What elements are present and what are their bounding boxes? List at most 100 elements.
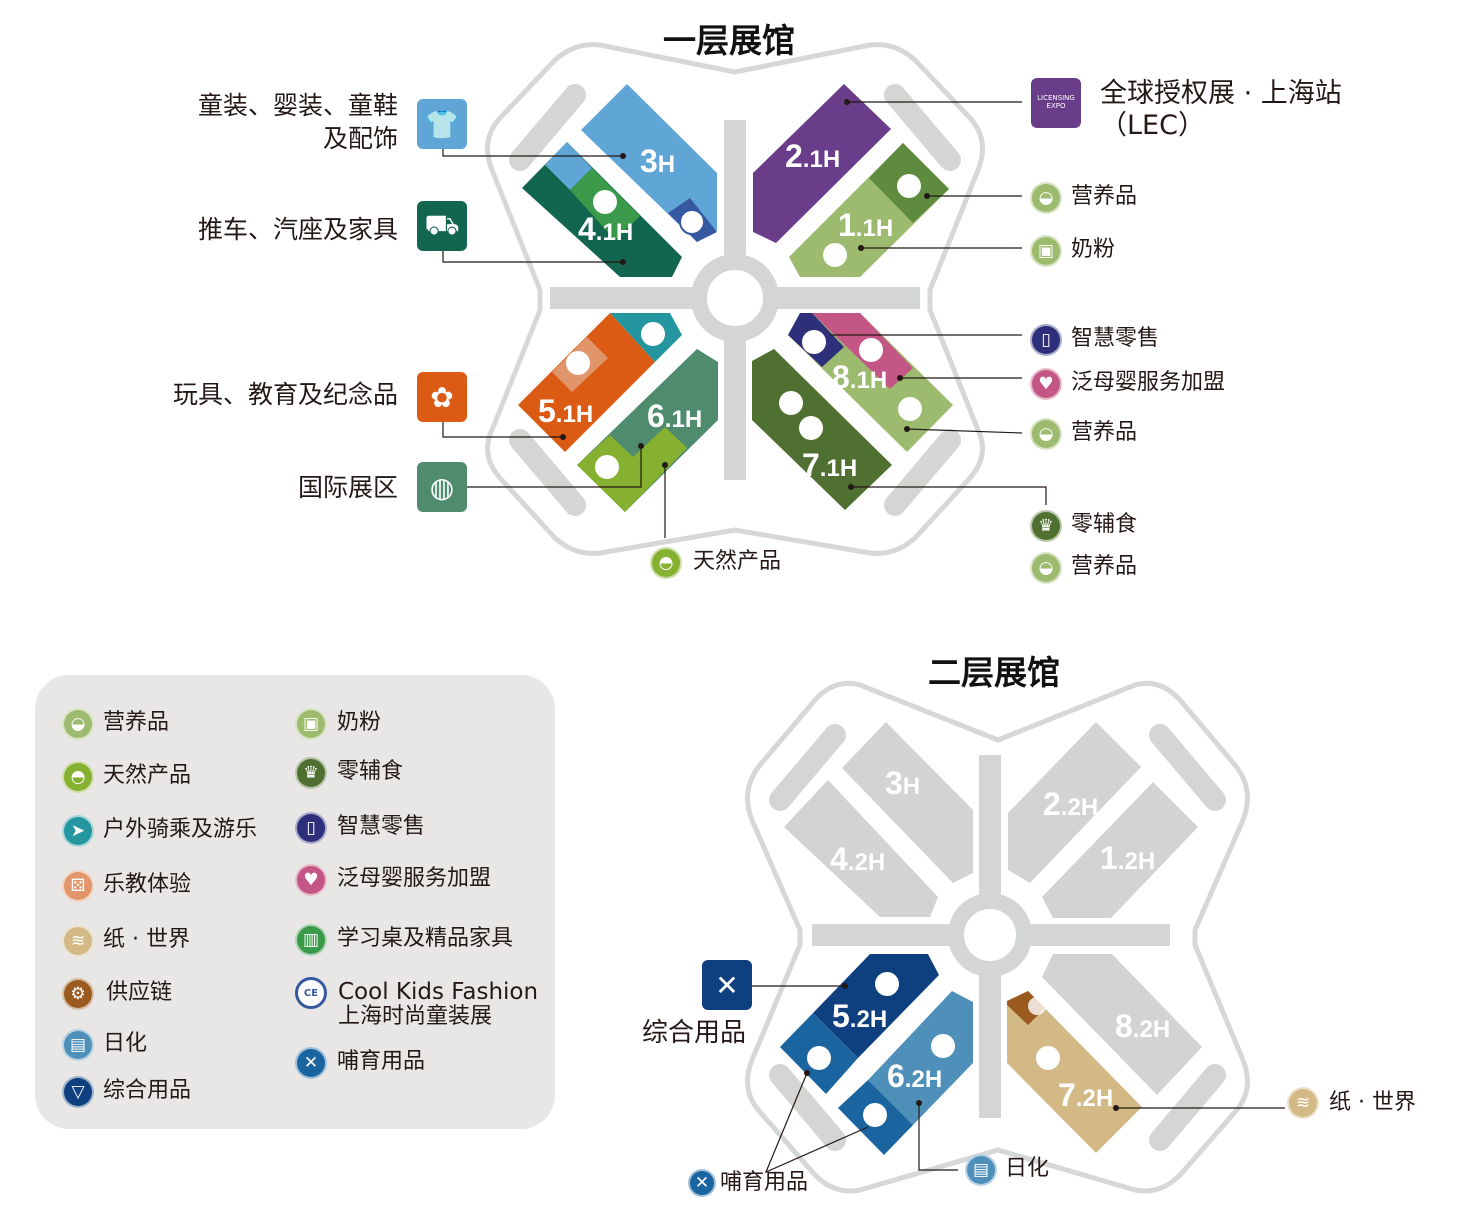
- svg-text:5.1H: 5.1H: [538, 393, 593, 429]
- nutrition-icon: ◒: [1030, 552, 1062, 584]
- label-nutrition: 营养品: [1071, 420, 1138, 445]
- hall-label: 3: [640, 143, 658, 179]
- smart-retail-icon: ▯: [295, 812, 327, 844]
- paper-icon: ≋: [1287, 1087, 1319, 1119]
- hall-5-2h[interactable]: [813, 954, 939, 1058]
- milk-powder-icon: ▣: [295, 708, 327, 740]
- hall-7-2h[interactable]: [1007, 991, 1142, 1153]
- hall-label: 7: [1058, 1077, 1076, 1113]
- label-milk: 奶粉: [1071, 237, 1116, 262]
- natural-product-icon: ◓: [650, 547, 682, 579]
- label-snack: 零辅食: [1071, 512, 1138, 537]
- floor2-title: 二层展馆: [928, 653, 1060, 692]
- floor1-leader-dots: [560, 99, 930, 490]
- floor1-building: [485, 42, 985, 556]
- hall-label: 1: [838, 207, 856, 243]
- floor1-title: 一层展馆: [663, 21, 795, 60]
- gears-icon: ⚙: [62, 978, 94, 1010]
- paper-icon: ≋: [62, 925, 94, 957]
- label-strollers: 推车、汽座及家具: [197, 215, 398, 244]
- cream-jar-icon: ▤: [965, 1154, 997, 1186]
- hall-label: 8: [832, 359, 850, 395]
- floor2-hall-labels: 3H 4.2H 2.2H 1.2H 5.2H 6.2H 8.2H 7.2H: [830, 765, 1170, 1113]
- floor2-leader-lines: [750, 985, 1285, 1174]
- diaper-icon: ▽: [62, 1076, 94, 1108]
- svg-text:5.2H: 5.2H: [832, 998, 887, 1034]
- svg-text:1.1H: 1.1H: [838, 207, 893, 243]
- svg-text:7.1H: 7.1H: [802, 447, 857, 483]
- hall-label: 7: [802, 447, 820, 483]
- svg-text:6.2H: 6.2H: [887, 1058, 942, 1094]
- label-lec-2: （LEC）: [1100, 110, 1205, 141]
- hall-2-1h[interactable]: [753, 84, 891, 243]
- label-childrenswear-2: 及配饰: [322, 124, 398, 153]
- hall-label: 4: [830, 841, 848, 877]
- hall-label: 1: [1100, 840, 1118, 876]
- label-childrenswear: 童装、婴装、童鞋: [197, 91, 398, 120]
- svg-text:4.2H: 4.2H: [830, 841, 885, 877]
- hall-label: 6: [647, 398, 665, 434]
- hall-label: 2: [1043, 786, 1061, 822]
- legend-item: 纸 · 世界: [103, 927, 190, 952]
- label-franchise: 泛母婴服务加盟: [1071, 370, 1226, 395]
- hall-label: 3: [885, 765, 903, 801]
- svg-text:7.2H: 7.2H: [1058, 1077, 1113, 1113]
- label-smart-retail: 智慧零售: [1071, 326, 1160, 351]
- legend-item: 零辅食: [337, 759, 404, 784]
- legend-item: 奶粉: [337, 710, 382, 735]
- teddy-bear-icon: ✿: [417, 372, 467, 422]
- svg-text:2.2H: 2.2H: [1043, 786, 1098, 822]
- label-paper: 纸 · 世界: [1329, 1090, 1416, 1115]
- legend-item: Cool Kids Fashion: [338, 979, 539, 1005]
- floor1-hall-labels: 3H 4.1H 2.1H 1.1H 5.1H 6.1H 8.1H 7.1H: [538, 138, 893, 483]
- svg-text:4.1H: 4.1H: [578, 211, 633, 247]
- legend-item: 日化: [103, 1031, 148, 1056]
- nutrition-icon: ◒: [1030, 418, 1062, 450]
- label-lec: 全球授权展 · 上海站: [1100, 78, 1342, 109]
- legend-item: 上海时尚童装展: [338, 1004, 493, 1029]
- hall-6-2h[interactable]: [868, 991, 973, 1125]
- hall-label: 2: [785, 138, 803, 174]
- label-toys: 玩具、教育及纪念品: [172, 380, 398, 409]
- svg-text:8.1H: 8.1H: [832, 359, 887, 395]
- label-nutrition: 营养品: [1071, 554, 1138, 579]
- hall-label: 8: [1115, 1008, 1133, 1044]
- globe-icon: ◍: [417, 462, 467, 512]
- floor2-halls: [780, 722, 1202, 1155]
- dice-icon: ⚄: [62, 870, 94, 902]
- svg-text:8.2H: 8.2H: [1115, 1008, 1170, 1044]
- legend: [35, 675, 555, 1129]
- legend-item: 智慧零售: [337, 814, 426, 839]
- svg-text:1.2H: 1.2H: [1100, 840, 1155, 876]
- hall-2-2h[interactable]: [1008, 722, 1141, 883]
- hall-label: 5: [538, 393, 556, 429]
- hall-3h-f2[interactable]: [842, 722, 973, 883]
- paper-plane-icon: ➤: [62, 815, 94, 847]
- cool-kids-fashion-icon: CE: [295, 977, 327, 1009]
- general-goods-icon: ✕: [702, 960, 752, 1010]
- hall-label: 6: [887, 1058, 905, 1094]
- hall-3h[interactable]: [581, 84, 717, 242]
- floor2-hall-icons: [807, 972, 1060, 1127]
- crib-icon: ▥: [295, 924, 327, 956]
- heart-icon: ♥: [1030, 368, 1062, 400]
- hall-8-2h[interactable]: [1042, 954, 1202, 1095]
- legend-item: 供应链: [106, 980, 173, 1005]
- label-nutrition: 营养品: [1071, 184, 1138, 209]
- smart-retail-icon: ▯: [1030, 324, 1062, 356]
- hall-1-2h[interactable]: [1042, 782, 1198, 918]
- pacifier-icon: ✕: [688, 1169, 716, 1197]
- pacifier-icon: ✕: [295, 1047, 327, 1079]
- hall-label: 5: [832, 998, 850, 1034]
- svg-text:6.1H: 6.1H: [647, 398, 702, 434]
- hall-5-1h[interactable]: [518, 313, 655, 452]
- snack-icon: ♛: [1030, 510, 1062, 542]
- legend-item: 综合用品: [103, 1078, 192, 1103]
- floor1-hall-icons: [566, 174, 922, 479]
- legend-item: 户外骑乘及游乐: [103, 817, 258, 842]
- natural-product-icon: ◓: [62, 761, 94, 793]
- hall-4-2h[interactable]: [784, 780, 938, 917]
